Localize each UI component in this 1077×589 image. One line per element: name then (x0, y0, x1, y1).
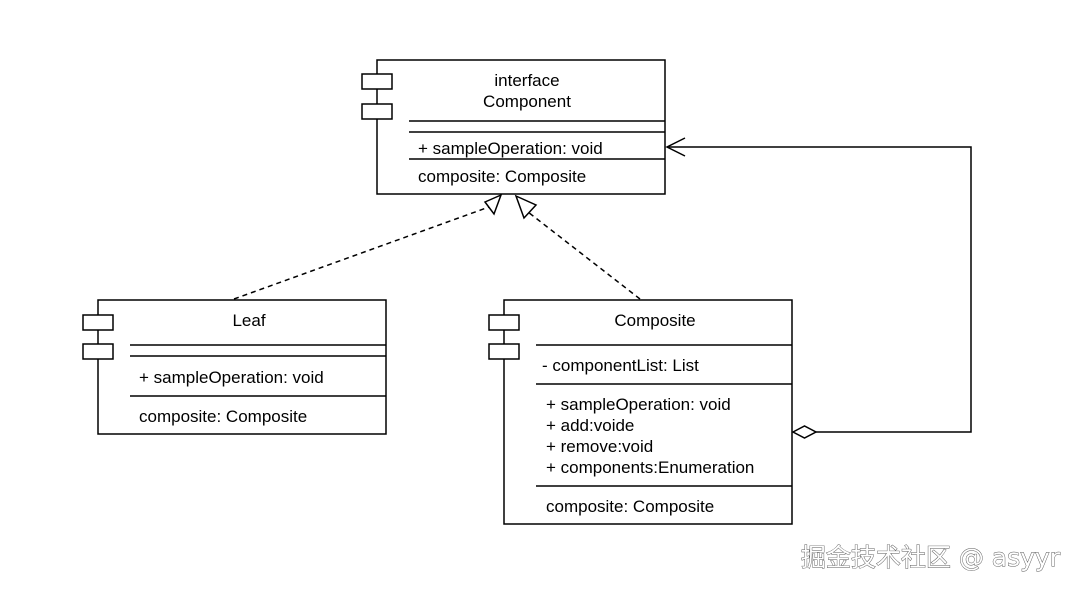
component-composite: composite: Composite (418, 167, 586, 186)
component-box (376, 59, 666, 195)
leaf-realization-edge[interactable] (233, 193, 503, 300)
component-stereotype: interface (494, 71, 559, 90)
composite-method-1: + sampleOperation: void (546, 395, 731, 414)
leaf-composite: composite: Composite (139, 407, 307, 426)
composite-tab-top (488, 314, 520, 331)
leaf-realization-line (233, 206, 490, 300)
aggregation-diamond (791, 425, 818, 439)
leaf-realization-arrowhead (483, 193, 503, 216)
component-tab-bottom (361, 103, 393, 120)
leaf-tab-bottom (82, 343, 114, 360)
composite-method-3: + remove:void (546, 437, 653, 456)
component-name: Component (483, 92, 571, 111)
composite-method-4: + components:Enumeration (546, 458, 754, 477)
composite-class[interactable]: Composite - componentList: List + sample… (488, 299, 793, 525)
composite-composite: composite: Composite (546, 497, 714, 516)
leaf-box (97, 299, 387, 435)
aggregation-edge[interactable] (665, 137, 972, 439)
leaf-name: Leaf (232, 311, 265, 330)
composite-realization-arrowhead (514, 194, 538, 220)
component-method: + sampleOperation: void (418, 139, 603, 158)
composite-realization-edge[interactable] (514, 194, 641, 300)
leaf-tab-top (82, 314, 114, 331)
composite-tab-bottom (488, 343, 520, 360)
aggregation-arrowhead (665, 137, 686, 157)
composite-realization-line (527, 211, 641, 300)
composite-name: Composite (614, 311, 695, 330)
watermark-text: 掘金技术社区 @ asyyr (801, 543, 1061, 572)
component-tab-top (361, 73, 393, 90)
aggregation-line (667, 146, 972, 433)
leaf-class[interactable]: Leaf + sampleOperation: void composite: … (82, 299, 387, 435)
component-class[interactable]: interface Component + sampleOperation: v… (361, 59, 666, 195)
leaf-method: + sampleOperation: void (139, 368, 324, 387)
composite-method-2: + add:voide (546, 416, 634, 435)
composite-attribute: - componentList: List (542, 356, 699, 375)
